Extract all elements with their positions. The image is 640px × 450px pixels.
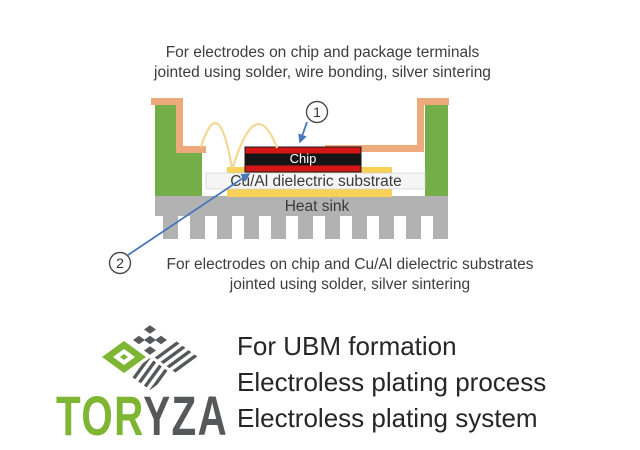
chip: Chip — [244, 146, 362, 173]
wire-bond-right — [231, 123, 279, 168]
chip-label: Chip — [290, 151, 317, 166]
brand-wordmark-gray: YZA — [143, 384, 229, 447]
tagline-line1: For UBM formation — [237, 331, 457, 361]
lead-frame-right — [325, 98, 449, 152]
bottom-caption-line2: jointed using solder, silver sintering — [229, 276, 471, 293]
tagline-line2: Electroless plating process — [237, 367, 547, 397]
heat-sink: Heat sink — [155, 196, 448, 239]
tagline-line3: Electroless plating system — [237, 403, 538, 433]
wire-bond-left — [199, 122, 234, 170]
callout-1: 1 — [298, 100, 329, 144]
brand-logo-icon — [102, 325, 198, 390]
bottom-caption-line1: For electrodes on chip and Cu/Al dielect… — [166, 256, 534, 273]
bottom-caption: For electrodes on chip and Cu/Al dielect… — [130, 255, 570, 295]
brand-wordmark: TORYZA — [56, 388, 228, 444]
callout-2-circle — [108, 251, 132, 275]
callout-2-arrow — [127, 173, 251, 256]
top-caption-line1: For electrodes on chip and package termi… — [165, 44, 480, 61]
package-body-right — [425, 105, 448, 196]
callout-1-arrow — [298, 121, 308, 144]
substrate-dielectric-layer — [205, 172, 426, 190]
heat-sink-fins — [163, 216, 448, 239]
top-caption-line2: jointed using solder, wire bonding, silv… — [154, 64, 491, 81]
substrate-label: Cu/Al dielectric substrate — [230, 173, 401, 190]
callout-2: 2 — [108, 173, 251, 275]
heat-sink-label: Heat sink — [285, 198, 350, 215]
chip-die — [245, 153, 361, 166]
callout-1-circle — [305, 100, 329, 124]
brand-wordmark-green: TOR — [56, 384, 144, 447]
logo-green-diamond — [102, 341, 146, 373]
tagline: For UBM formation Electroless plating pr… — [237, 328, 546, 436]
callout-2-number: 2 — [116, 255, 124, 271]
lead-frame-left — [151, 98, 206, 153]
callout-1-number: 1 — [313, 104, 321, 120]
logo-dot-diamonds — [133, 325, 167, 355]
top-caption: For electrodes on chip and package termi… — [100, 43, 545, 83]
heat-sink-slab — [155, 196, 448, 216]
package-diagram: Heat sink Cu/Al dielectric substrate Chi… — [108, 98, 449, 275]
